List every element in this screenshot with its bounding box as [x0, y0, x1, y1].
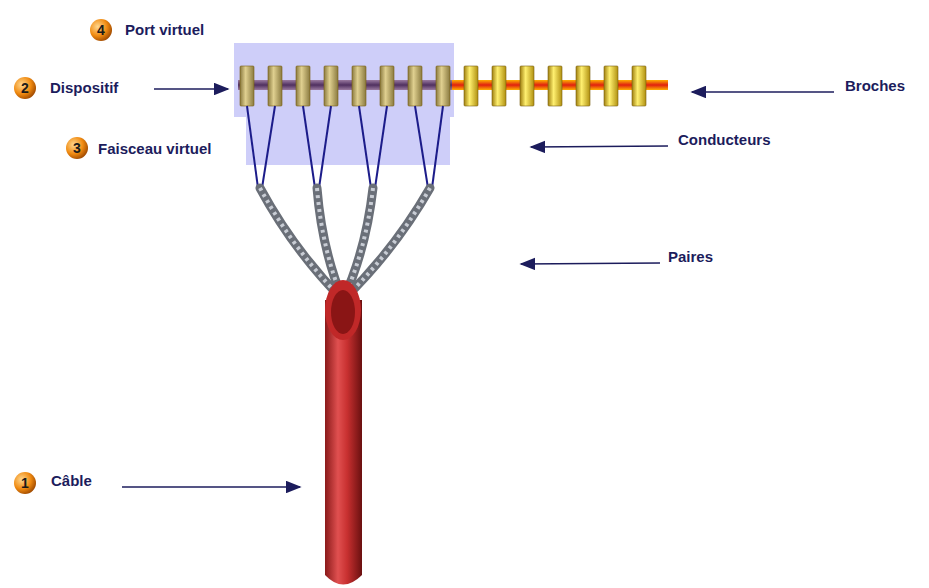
callout-number: 2: [15, 80, 35, 96]
callout-number: 4: [91, 22, 111, 38]
part-label: Broches: [845, 77, 905, 95]
part-label: Faisceau virtuel: [98, 140, 211, 158]
part-label: Câble: [51, 472, 92, 490]
part-label: Port virtuel: [125, 21, 204, 39]
part-label: Paires: [668, 248, 713, 266]
callout-number: 1: [15, 475, 35, 491]
callout-number: 3: [67, 140, 87, 156]
part-label: Conducteurs: [678, 131, 771, 149]
part-label: Dispositif: [50, 79, 118, 97]
